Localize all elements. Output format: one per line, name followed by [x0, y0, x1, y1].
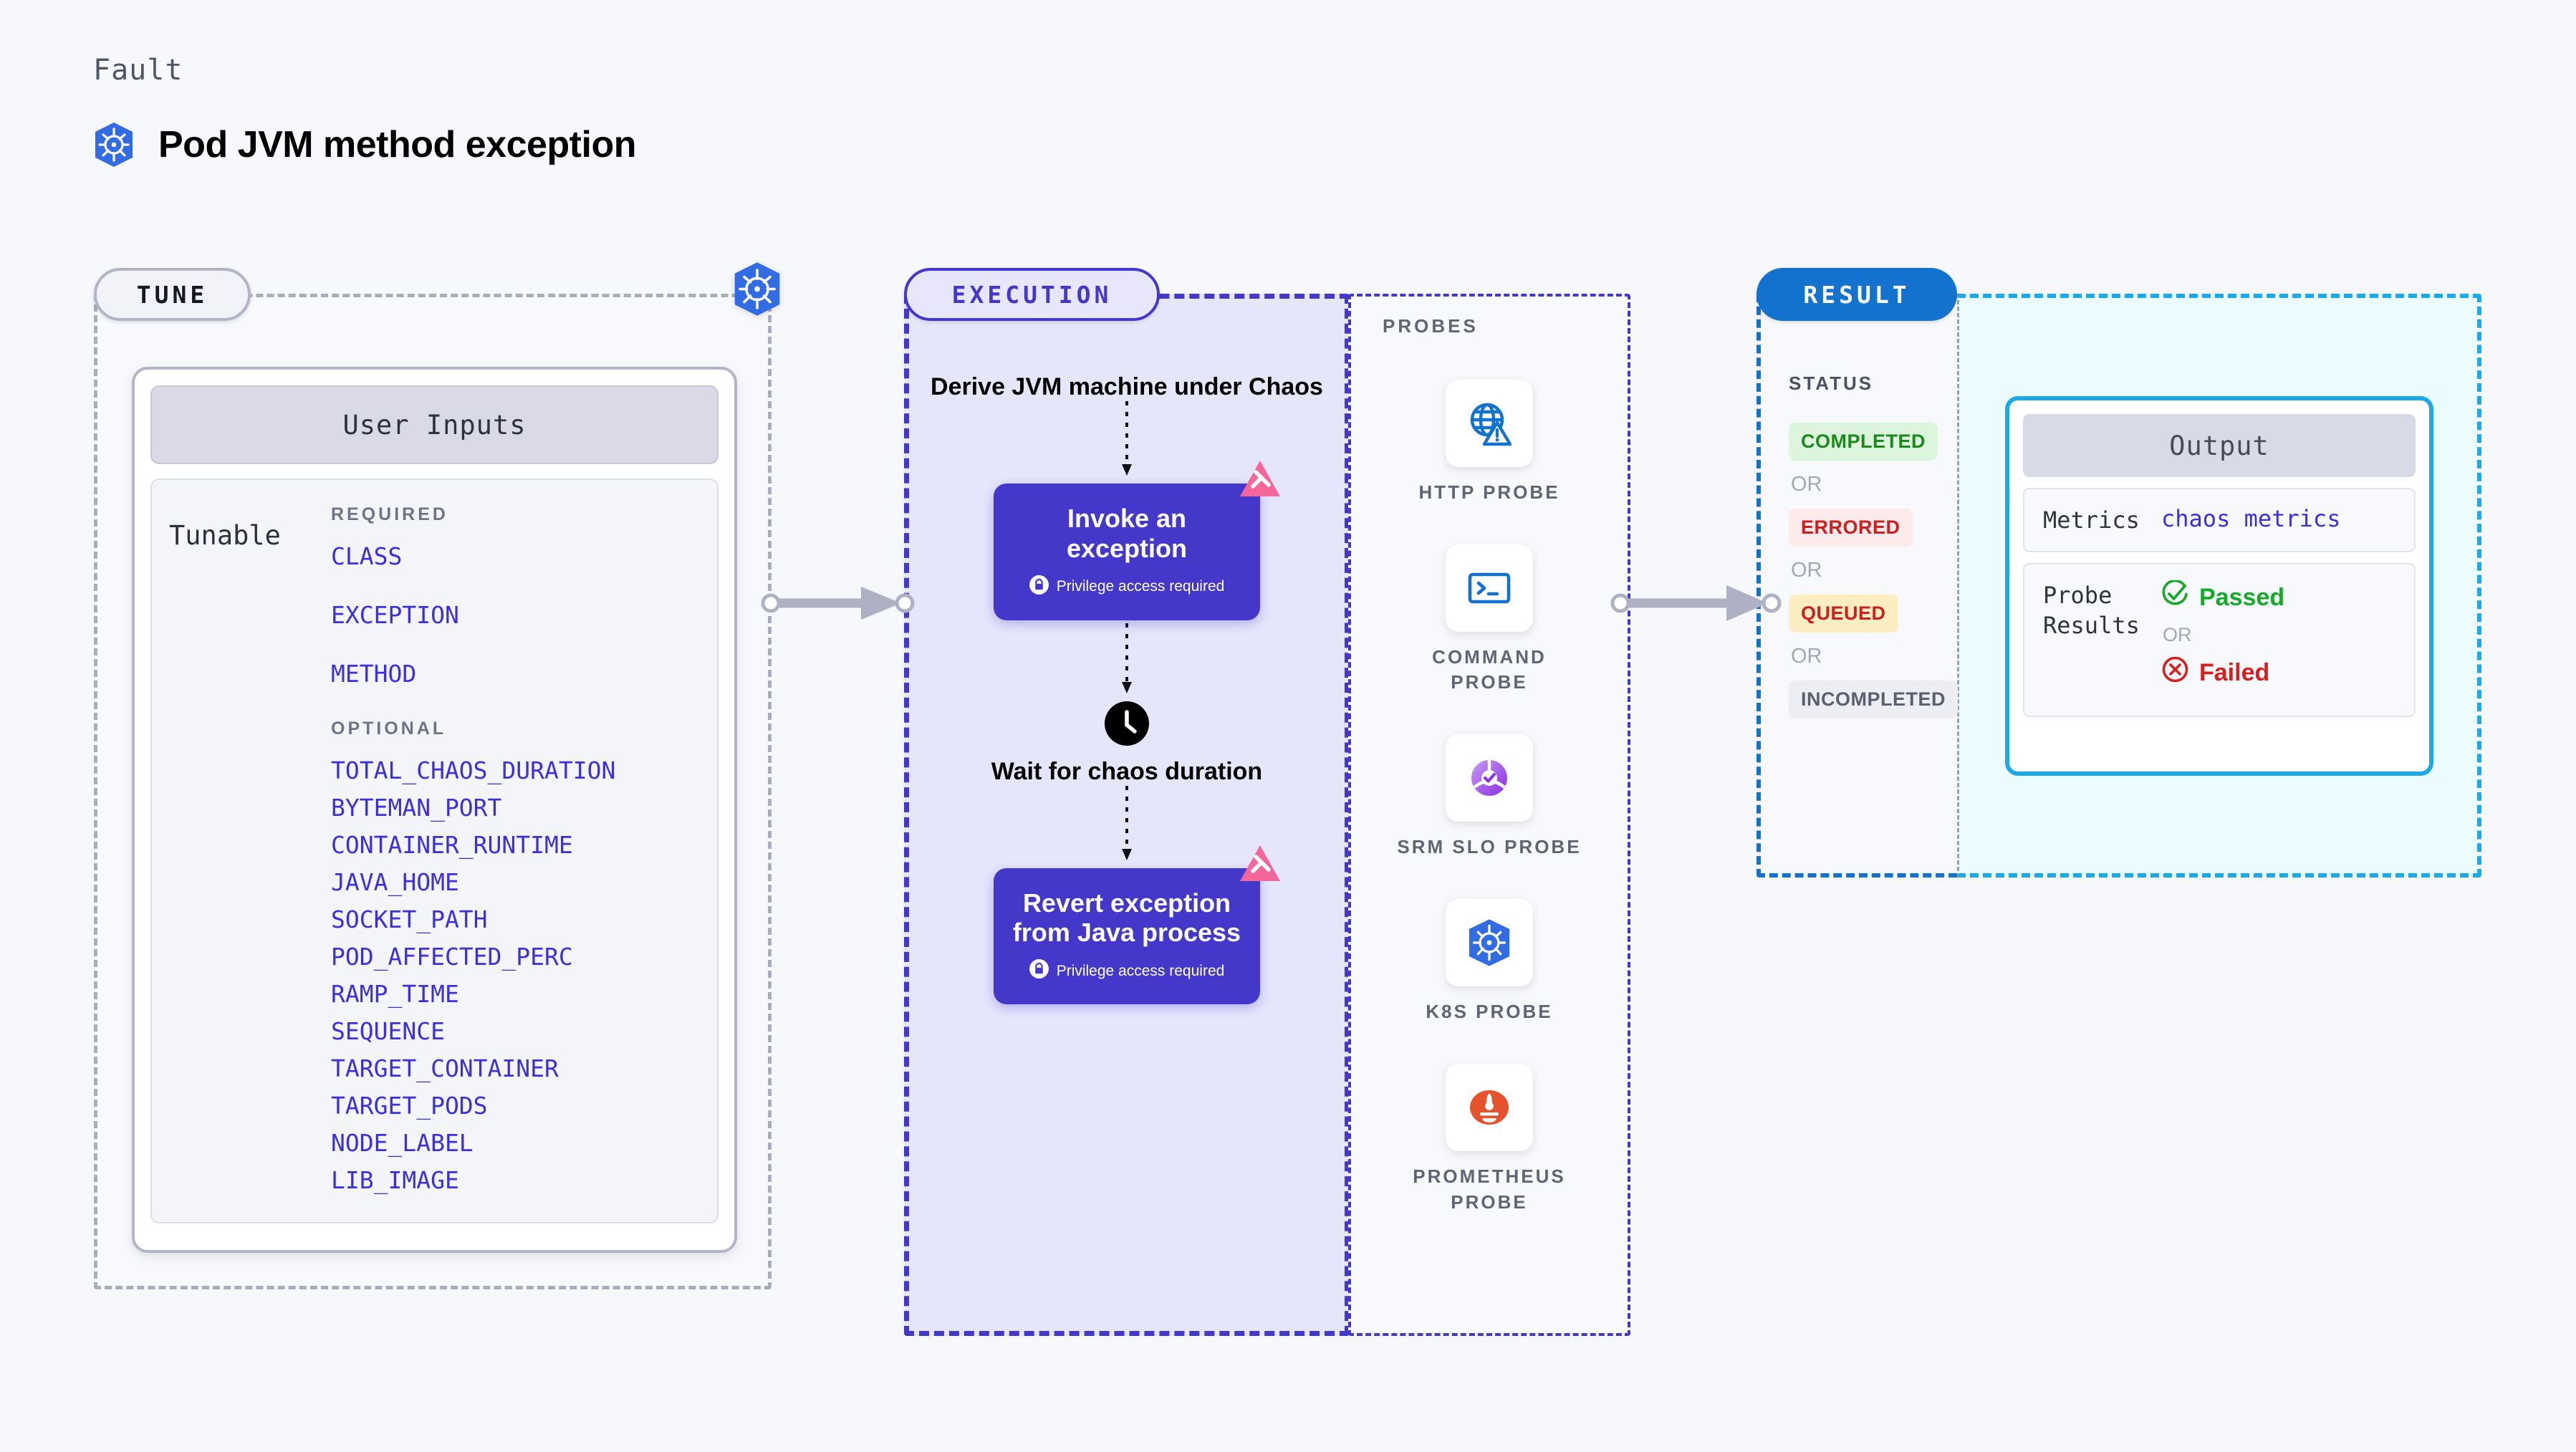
kubernetes-icon — [1446, 899, 1533, 987]
output-header: Output — [2023, 414, 2416, 477]
param-byteman-port[interactable]: BYTEMAN_PORT — [331, 794, 502, 822]
probe-result-failed-label: Failed — [2199, 658, 2270, 686]
param-total-chaos-duration[interactable]: TOTAL_CHAOS_DURATION — [331, 756, 616, 784]
required-group-label: REQUIRED — [331, 504, 448, 524]
check-circle-icon — [2161, 580, 2189, 615]
probe-result-failed: Failed — [2161, 655, 2284, 690]
srm-slo-icon — [1446, 734, 1533, 822]
probes-title: PROBES — [1383, 315, 1479, 337]
param-exception[interactable]: EXCEPTION — [331, 601, 459, 629]
kubernetes-icon — [732, 261, 782, 320]
output-row-metrics: Metrics chaos metrics — [2023, 488, 2416, 553]
privilege-note-text: Privilege access required — [1056, 962, 1225, 979]
probe-item-http[interactable]: HTTP PROBE — [1396, 380, 1582, 505]
privilege-note: Privilege access required — [1009, 959, 1244, 983]
status-badge-errored: ERRORED — [1789, 509, 1913, 547]
page-title: Pod JVM method exception — [93, 122, 636, 168]
output-card: Output Metrics chaos metrics Probe Resul… — [2005, 396, 2433, 776]
flow-step-revert-exception[interactable]: Revert exception from Java process Privi… — [994, 845, 1280, 1005]
probe-label: K8S PROBE — [1426, 1001, 1553, 1023]
flow-step-derive-caption: Derive JVM machine under Chaos — [931, 373, 1323, 400]
tunable-panel: Tunable REQUIRED CLASS EXCEPTION METHOD … — [150, 479, 719, 1223]
param-class[interactable]: CLASS — [331, 542, 403, 570]
execution-pill[interactable]: EXECUTION — [904, 268, 1160, 321]
status-list: COMPLETED OR ERRORED OR QUEUED OR INCOMP… — [1789, 423, 1959, 718]
probe-label: SRM SLO PROBE — [1397, 836, 1582, 858]
prometheus-icon — [1446, 1064, 1533, 1152]
param-method[interactable]: METHOD — [331, 660, 417, 688]
probe-item-k8s[interactable]: K8S PROBE — [1396, 899, 1582, 1024]
status-or-2: OR — [1791, 559, 1822, 582]
status-or-3: OR — [1791, 645, 1822, 668]
flow-step-title: Invoke an exception — [1066, 504, 1188, 563]
flow-step-wait-caption: Wait for chaos duration — [991, 757, 1263, 785]
probe-label: HTTP PROBE — [1418, 481, 1560, 503]
arrow-down-icon — [1119, 401, 1135, 484]
arrow-down-icon — [1119, 622, 1135, 701]
lock-icon — [1029, 574, 1049, 599]
param-sequence[interactable]: SEQUENCE — [331, 1017, 445, 1045]
arrow-down-icon — [1119, 785, 1135, 868]
probe-item-prometheus[interactable]: PROMETHEUS PROBE — [1396, 1064, 1582, 1214]
param-lib-image[interactable]: LIB_IMAGE — [331, 1166, 459, 1194]
param-node-label[interactable]: NODE_LABEL — [331, 1129, 474, 1157]
param-container-runtime[interactable]: CONTAINER_RUNTIME — [331, 831, 573, 859]
probe-result-or: OR — [2163, 624, 2192, 646]
terminal-icon — [1446, 544, 1533, 633]
optional-group-label: OPTIONAL — [331, 718, 447, 739]
status-badge-completed: COMPLETED — [1789, 423, 1938, 461]
output-row-probe-results: Probe Results Passed OR — [2023, 563, 2416, 718]
user-inputs-card: User Inputs Tunable REQUIRED CLASS EXCEP… — [132, 367, 737, 1253]
fault-kicker: Fault — [93, 54, 183, 87]
probes-list: HTTP PROBE COMMAND PROBE — [1348, 380, 1630, 1215]
result-status-region — [1756, 294, 1957, 878]
param-pod-affected-perc[interactable]: POD_AFFECTED_PERC — [331, 943, 573, 971]
metrics-value[interactable]: chaos metrics — [2161, 505, 2341, 532]
flow-step-invoke-exception[interactable]: Invoke an exception Privilege access req… — [994, 461, 1280, 620]
kubernetes-icon — [93, 122, 135, 168]
connector-tune-to-execution — [761, 584, 915, 627]
clock-icon — [1105, 701, 1149, 749]
flow-step-title: Revert exception from Java process — [1012, 888, 1241, 948]
tunable-label: Tunable — [169, 520, 281, 551]
probe-label: COMMAND PROBE — [1432, 646, 1547, 693]
param-target-container[interactable]: TARGET_CONTAINER — [331, 1054, 559, 1082]
litmus-icon — [1239, 844, 1282, 889]
result-pill[interactable]: RESULT — [1756, 268, 1957, 321]
probe-result-passed-label: Passed — [2199, 583, 2285, 611]
probe-results-values: Passed OR Failed — [2161, 580, 2284, 690]
parameters-column: REQUIRED CLASS EXCEPTION METHOD OPTIONAL… — [331, 504, 710, 1222]
probe-label: PROMETHEUS PROBE — [1413, 1165, 1566, 1213]
execution-flow: Derive JVM machine under Chaos Invoke an… — [904, 372, 1350, 1005]
param-target-pods[interactable]: TARGET_PODS — [331, 1092, 488, 1120]
tune-pill[interactable]: TUNE — [94, 268, 251, 321]
probe-item-command[interactable]: COMMAND PROBE — [1396, 544, 1582, 695]
metrics-key: Metrics — [2043, 506, 2140, 534]
probe-item-srm-slo[interactable]: SRM SLO PROBE — [1396, 734, 1582, 860]
litmus-icon — [1239, 459, 1282, 504]
connector-execution-to-result — [1610, 584, 1782, 627]
page-title-text: Pod JVM method exception — [158, 124, 636, 165]
param-ramp-time[interactable]: RAMP_TIME — [331, 980, 459, 1008]
globe-warning-icon — [1446, 380, 1533, 467]
status-or-1: OR — [1791, 473, 1822, 496]
param-java-home[interactable]: JAVA_HOME — [331, 868, 459, 896]
param-socket-path[interactable]: SOCKET_PATH — [331, 905, 488, 933]
status-badge-incompleted: INCOMPLETED — [1789, 681, 1959, 718]
privilege-note-text: Privilege access required — [1056, 578, 1225, 595]
probe-results-key: Probe Results — [2043, 582, 2140, 640]
status-title: STATUS — [1789, 372, 1874, 394]
x-circle-icon — [2161, 655, 2189, 690]
lock-icon — [1029, 959, 1049, 983]
user-inputs-header: User Inputs — [150, 385, 719, 464]
status-badge-queued: QUEUED — [1789, 595, 1898, 633]
probe-result-passed: Passed — [2161, 580, 2284, 615]
privilege-note: Privilege access required — [1009, 574, 1244, 599]
